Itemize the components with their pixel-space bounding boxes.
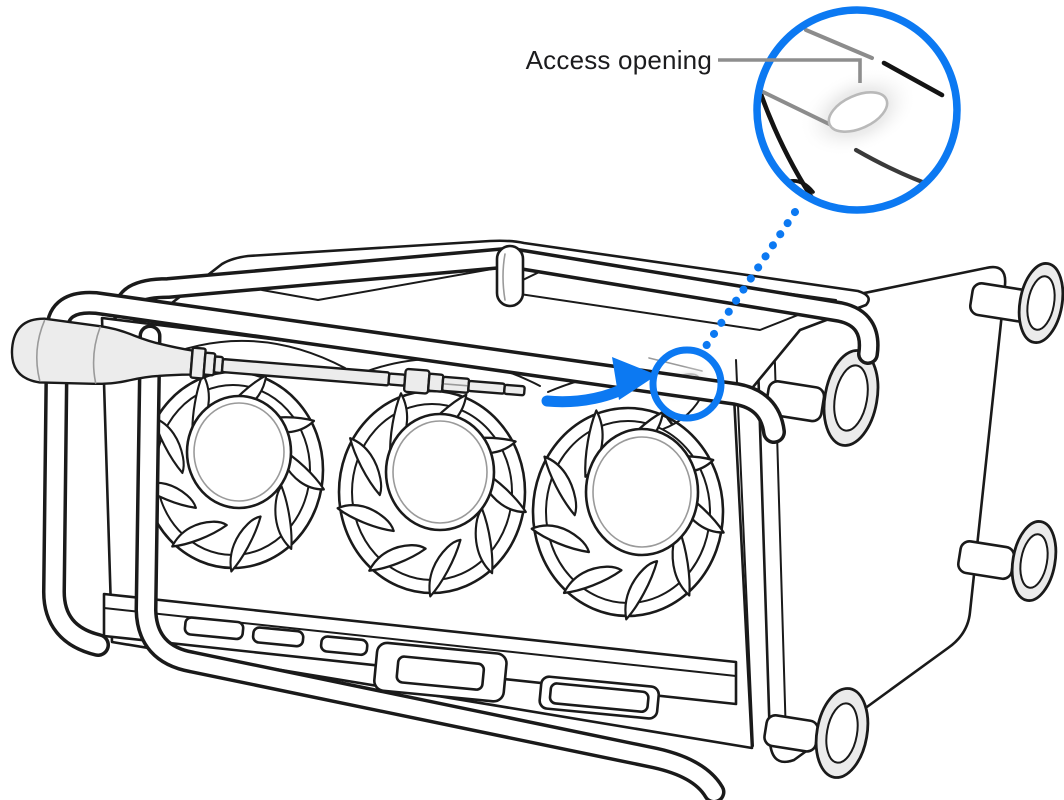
- fan-hub: [584, 427, 700, 557]
- frame-rail-lower: [134, 324, 726, 800]
- port-cutout: [251, 626, 305, 648]
- screwdriver: [10, 317, 526, 397]
- io-ports-panel: [102, 592, 738, 720]
- bit-tip: [503, 383, 526, 397]
- foot: [763, 687, 870, 779]
- fan-blade-edge: [881, 60, 945, 98]
- fan-blade-edge: [804, 28, 874, 60]
- foot: [764, 349, 880, 447]
- magnifier-circle: [753, 6, 961, 214]
- dotted-leader-line: [700, 208, 799, 353]
- callout-annotations: Access opening: [526, 6, 961, 422]
- port-cutout: [319, 635, 369, 657]
- power-port-plate: [373, 641, 508, 703]
- fan-blade-edge: [757, 88, 831, 126]
- port-cutout: [538, 675, 661, 720]
- bottom-panel: [755, 262, 1064, 779]
- fan-hub: [384, 412, 496, 532]
- bit-collar: [402, 367, 431, 395]
- front-handle-tube: [42, 290, 786, 657]
- opening-oval-magnified: [827, 91, 889, 133]
- mac-pro-illustration: [42, 239, 1064, 800]
- fan-3: [530, 406, 725, 621]
- latch-tab: [495, 244, 525, 308]
- fan-2: [336, 389, 527, 598]
- foot: [956, 520, 1058, 602]
- target-circle: [649, 346, 725, 422]
- callout-line: [718, 58, 862, 83]
- foot: [968, 262, 1064, 344]
- fan-hub: [185, 394, 293, 510]
- fan-blade-edge: [757, 83, 819, 207]
- screwdriver-handle: [10, 317, 194, 385]
- access-opening-label: Access opening: [526, 45, 712, 75]
- arrow-head: [612, 357, 657, 400]
- port-cutout: [183, 616, 245, 641]
- pointer-arrow: [541, 357, 657, 408]
